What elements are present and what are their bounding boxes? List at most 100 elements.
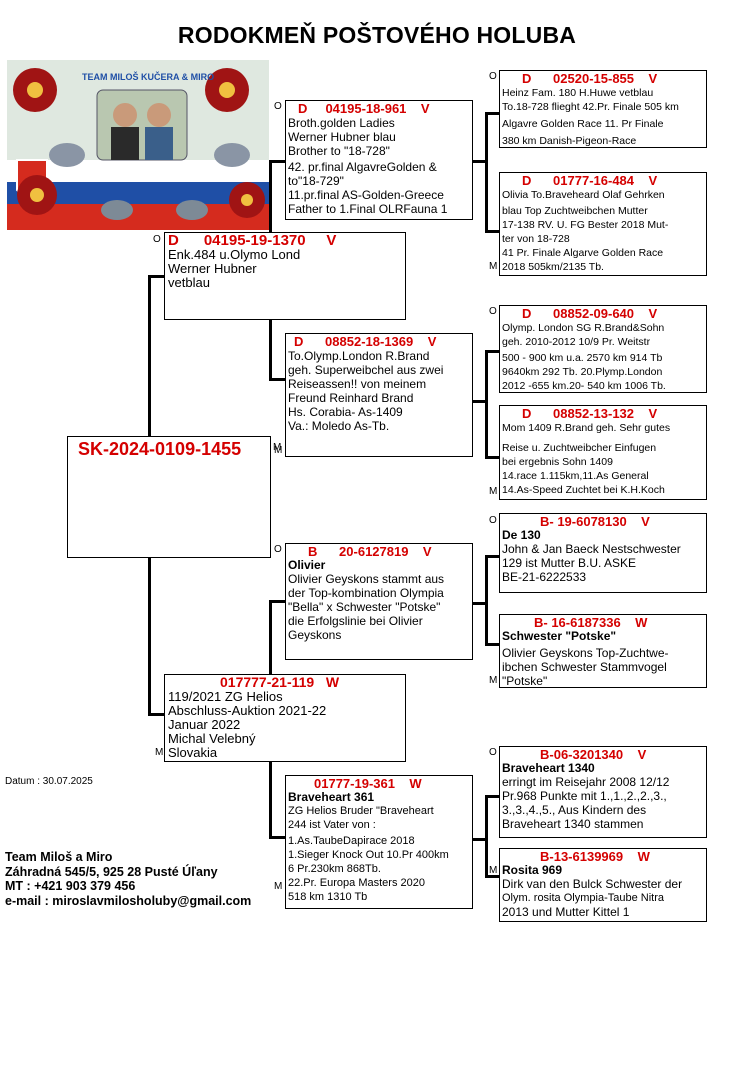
mother-line: Abschluss-Auktion 2021-22 (168, 703, 327, 718)
tree-line (472, 160, 488, 163)
ff-line: Father to 1.Final OLRFauna 1 (288, 202, 448, 216)
mmm-line: Dirk van den Bulck Schwester der (502, 877, 683, 891)
mm-line: 1.As.TaubeDapirace 2018 (288, 835, 415, 847)
fmm-line: Reise u. Zuchtweibcher Einfugen (502, 442, 657, 454)
mfm-box[interactable]: B- 16-6187336 W Schwester "Potske" Olivi… (499, 614, 707, 688)
fff-mark: O (489, 71, 497, 82)
ffm-lines: Olivia To.Braveheard Olaf Gehrken blau T… (502, 188, 704, 274)
mff-name: De 130 (502, 528, 541, 542)
ff-line: Broth.golden Ladies (288, 116, 395, 130)
ffm-box[interactable]: D 01777-16-484 V Olivia To.Braveheard Ol… (499, 172, 707, 276)
ff-line: to"18-729" (288, 174, 344, 188)
tree-line (269, 836, 285, 839)
tree-line (485, 555, 488, 645)
fm-head: D 08852-18-1369 V (294, 334, 437, 349)
team-logo-photo: TEAM MILOŠ KUČERA & MIRO (7, 60, 269, 230)
mother-box[interactable]: 017777-21-119 W 119/2021 ZG Helios Absch… (164, 674, 406, 762)
fmf-line: 500 - 900 km u.a. 2570 km 914 Tb (502, 352, 663, 364)
fff-line: Algavre Golden Race 11. Pr Finale (502, 118, 664, 130)
ff-box[interactable]: D 04195-18-961 V Broth.golden Ladies Wer… (285, 100, 473, 220)
print-date: Datum : 30.07.2025 (5, 776, 93, 787)
ff-head: D 04195-18-961 V (298, 101, 430, 116)
fff-head: D 02520-15-855 V (522, 71, 658, 86)
mother-line: Michal Velebný (168, 731, 256, 746)
fmf-box[interactable]: D 08852-09-640 V Olymp. London SG R.Bran… (499, 305, 707, 393)
mf-name: Olivier (288, 558, 326, 572)
mf-line: die Erfolgslinie bei Olivier (288, 614, 423, 628)
ff-line: Werner Hubner blau (288, 130, 396, 144)
mother-line: 119/2021 ZG Helios (168, 689, 283, 704)
ffm-line: ter von 18-728 (502, 233, 570, 245)
tree-line (148, 275, 164, 278)
fmm-line: Mom 1409 R.Brand geh. Sehr gutes (502, 422, 671, 434)
fmm-mark: M (489, 486, 498, 497)
mff-mark: O (489, 515, 497, 526)
tree-line (269, 600, 285, 603)
mf-box[interactable]: B 20-6127819 V Olivier Olivier Geyskons … (285, 543, 473, 660)
fm-line: Hs. Corabia- As-1409 (288, 405, 403, 419)
subject-sex-mark: M (273, 442, 282, 453)
mmf-line: Pr.968 Punkte mit 1.,1.,2.,2.,3., (502, 789, 667, 803)
tree-line (485, 555, 499, 558)
mff-lines: John & Jan Baeck Nestschwester 129 ist M… (502, 542, 704, 584)
mff-head: B- 19-6078130 V (540, 514, 650, 529)
mmm-box[interactable]: B-13-6139969 W Rosita 969 Dirk van den B… (499, 848, 707, 922)
fm-mark: M (274, 445, 283, 456)
mother-lines: 119/2021 ZG Helios Abschluss-Auktion 202… (168, 690, 402, 760)
fm-line: Freund Reinhard Brand (288, 391, 414, 405)
subject-box[interactable]: SK-2024-0109-1455 (67, 436, 271, 558)
father-line: Werner Hubner (168, 261, 257, 276)
ff-line: 42. pr.final AlgavreGolden & (288, 160, 437, 174)
fff-box[interactable]: D 02520-15-855 V Heinz Fam. 180 H.Huwe v… (499, 70, 707, 148)
footer-team-name: Team Miloš a Miro (5, 850, 113, 864)
fm-line: Va.: Moledo As-Tb. (288, 419, 390, 433)
mf-line: "Bella" x Schwester "Potske" (288, 600, 441, 614)
mother-head: 017777-21-119 W (220, 674, 340, 690)
mmm-lines: Dirk van den Bulck Schwester der Olym. r… (502, 877, 704, 919)
fmm-box[interactable]: D 08852-13-132 V Mom 1409 R.Brand geh. S… (499, 405, 707, 500)
ff-line: 11.pr.final AS-Golden-Greece (288, 188, 444, 202)
tree-line (485, 456, 499, 459)
mm-box[interactable]: 01777-19-361 W Braveheart 361 ZG Helios … (285, 775, 473, 909)
mother-mark: M (155, 747, 164, 758)
footer-phone: MT : +421 903 379 456 (5, 879, 136, 893)
mmf-mark: O (489, 747, 497, 758)
mff-line: 129 ist Mutter B.U. ASKE (502, 556, 637, 570)
tree-line (485, 350, 499, 353)
tree-line (485, 795, 499, 798)
ff-line: Brother to "18-728" (288, 144, 390, 158)
mmf-line: erringt im Reisejahr 2008 12/12 (502, 775, 670, 789)
tree-line (485, 230, 499, 233)
fff-line: 380 km Danish-Pigeon-Race (502, 135, 637, 147)
fm-box[interactable]: D 08852-18-1369 V To.Olymp.London R.Bran… (285, 333, 473, 457)
mf-head: B 20-6127819 V (308, 544, 432, 559)
mf-line: der Top-kombination Olympia (288, 586, 444, 600)
mff-box[interactable]: B- 19-6078130 V De 130 John & Jan Baeck … (499, 513, 707, 593)
father-mark: O (153, 234, 161, 245)
mff-line: BE-21-6222533 (502, 570, 587, 584)
mmm-line: Olym. rosita Olympia-Taube Nitra (502, 892, 664, 904)
fm-line: Reiseassen!! von meinem (288, 377, 427, 391)
fmf-lines: Olymp. London SG R.Brand&Sohn geh. 2010-… (502, 321, 704, 392)
mfm-line: "Potske" (502, 674, 548, 688)
ffm-line: Olivia To.Braveheard Olaf Gehrken (502, 189, 665, 201)
tree-line (485, 643, 499, 646)
tree-line (485, 112, 499, 115)
ffm-line: 17-138 RV. U. FG Bester 2018 Mut- (502, 219, 669, 231)
ffm-head: D 01777-16-484 V (522, 173, 658, 188)
father-lines: Enk.484 u.Olymo Lond Werner Hubner vetbl… (168, 248, 402, 290)
mf-mark: O (274, 544, 282, 555)
footer-email[interactable]: e-mail : miroslavmilosholuby@gmail.com (5, 893, 252, 908)
mfm-line: ibchen Schwester Stammvogel (502, 660, 667, 674)
mf-line: Geyskons (288, 628, 342, 642)
fff-lines: Heinz Fam. 180 H.Huwe vetblau To.18-728 … (502, 86, 704, 147)
mm-line: ZG Helios Bruder "Braveheart (288, 805, 434, 817)
ffm-line: 41 Pr. Finale Algarve Golden Race (502, 247, 664, 259)
mfm-name: Schwester "Potske" (502, 629, 617, 643)
father-head: D 04195-19-1370 V (168, 232, 337, 249)
father-box[interactable]: D 04195-19-1370 V Enk.484 u.Olymo Lond W… (164, 232, 406, 320)
tree-line (485, 112, 488, 232)
fm-lines: To.Olymp.London R.Brand geh. Superweibch… (288, 349, 470, 433)
mmf-box[interactable]: B-06-3201340 V Braveheart 1340 erringt i… (499, 746, 707, 838)
mmf-lines: erringt im Reisejahr 2008 12/12 Pr.968 P… (502, 775, 704, 831)
